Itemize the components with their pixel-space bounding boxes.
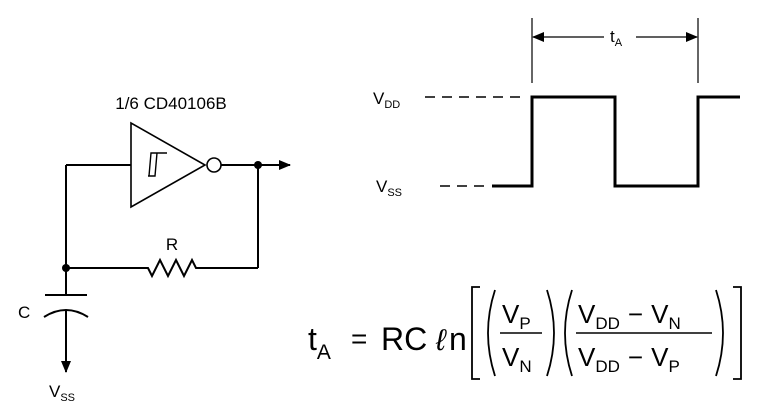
schmitt-hysteresis-icon (148, 152, 167, 177)
inverter-triangle (130, 121, 207, 209)
period-label: tA (610, 27, 623, 49)
formula-rc: RC (381, 321, 427, 357)
formula: tA = RC ℓ n VP VN VDD−VN VDD−VP (308, 286, 742, 380)
paren-1-right (546, 289, 555, 377)
square-wave (492, 95, 740, 188)
paren-1-left (487, 289, 496, 377)
resistor-label: R (166, 235, 178, 254)
resistor (142, 257, 200, 279)
frac1-denominator: VN (502, 342, 532, 376)
circuit (43, 121, 291, 373)
inverter-output-bubble (206, 157, 222, 173)
formula-ln-l: ℓ (435, 324, 447, 357)
junction-dot-output (254, 161, 262, 169)
frac2-denominator: VDD−VP (578, 342, 680, 376)
vdd-label: VDD (373, 89, 400, 111)
square-bracket-left (471, 286, 480, 380)
inverter-label: 1/6 CD40106B (115, 94, 227, 113)
square-bracket-right (733, 286, 742, 380)
junction-dot-input (62, 264, 70, 272)
vss-label: VSS (376, 177, 402, 199)
frac1-numerator: VP (502, 299, 531, 333)
capacitor-label: C (18, 303, 30, 322)
ground-label: VSS (49, 382, 75, 404)
paren-2-left (564, 289, 573, 377)
formula-ln-n: n (449, 321, 467, 357)
formula-equals: = (351, 323, 367, 354)
paren-2-right (715, 289, 724, 377)
waveform (425, 18, 740, 188)
frac2-numerator: VDD−VN (578, 299, 681, 333)
formula-lhs: tA (308, 321, 331, 364)
